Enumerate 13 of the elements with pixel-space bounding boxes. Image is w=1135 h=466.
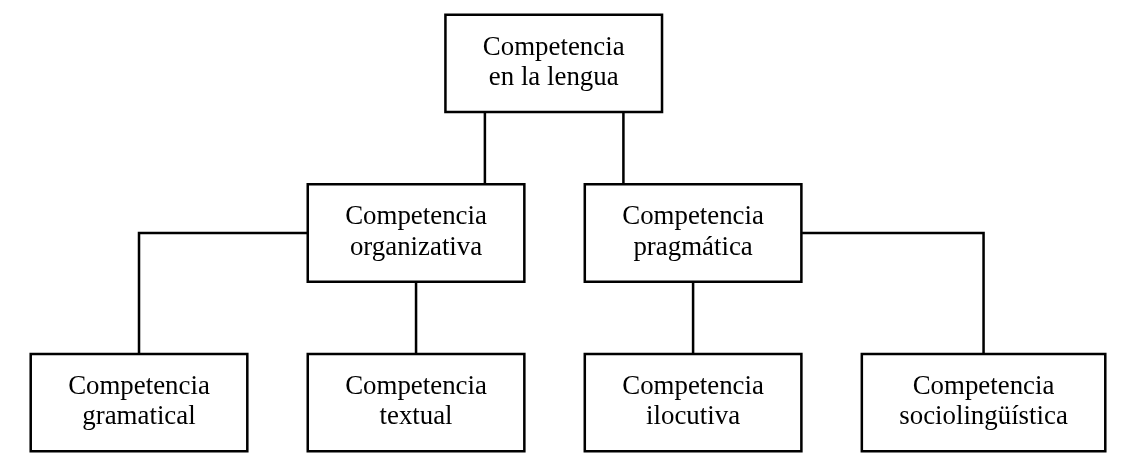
connector	[621, 112, 625, 185]
node-box: Competencia pragmática	[583, 183, 803, 283]
node-box: Competencia gramatical	[28, 352, 249, 453]
connector	[414, 282, 417, 354]
connector	[137, 231, 307, 354]
node-box: Competencia sociolingüística	[860, 352, 1107, 453]
node-box: Competencia textual	[306, 352, 526, 453]
connector	[483, 112, 486, 185]
connector	[691, 282, 694, 354]
node-box: Competencia ilocutiva	[583, 352, 803, 453]
node-box: Competencia organizativa	[306, 183, 526, 283]
node-box: Competencia en la lengua	[443, 13, 663, 114]
connector	[801, 231, 985, 354]
